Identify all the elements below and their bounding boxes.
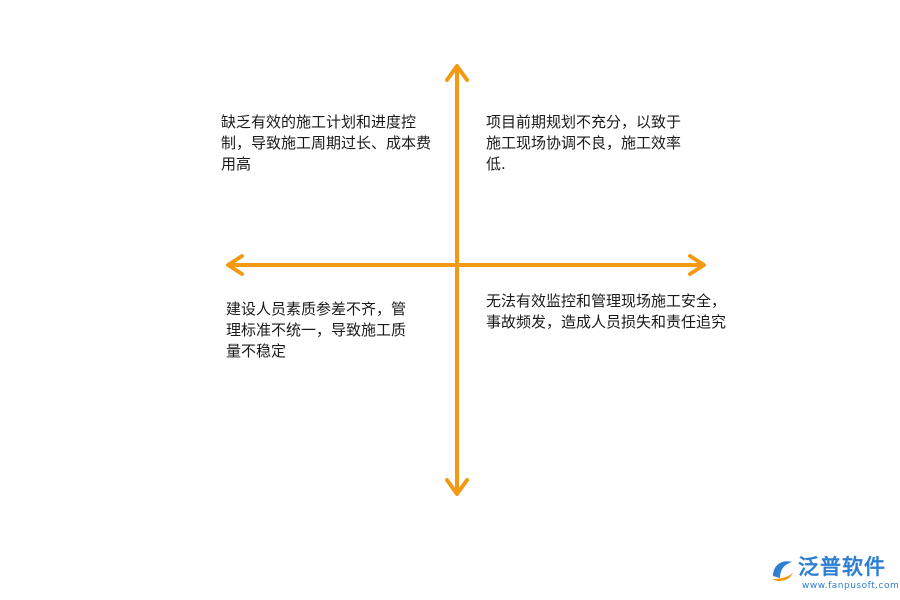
- top-arrow-head: [445, 64, 469, 82]
- quadrant-bottom-left-text: 建设人员素质参差不齐，管理标准不统一，导致施工质量不稳定: [226, 300, 407, 360]
- brand-url: www.fanpusoft.com: [802, 581, 900, 591]
- bottom-arrow-head: [445, 478, 469, 496]
- quadrant-bottom-right-text: 无法有效监控和管理现场施工安全，事故频发，造成人员损失和责任追究: [486, 292, 727, 331]
- brand-name: 泛普软件: [798, 555, 886, 579]
- brand-watermark: 泛普软件 www.fanpusoft.com: [768, 554, 899, 594]
- quadrant-top-right-text: 项目前期规划不充分，以致于施工现场协调不良，施工效率低.: [486, 113, 682, 173]
- left-arrow-head: [226, 254, 244, 276]
- right-arrow-head: [688, 254, 706, 276]
- brand-logo-icon: [772, 561, 793, 581]
- quadrant-top-left-text: 缺乏有效的施工计划和进度控制，导致施工周期过长、成本费用高: [221, 113, 432, 173]
